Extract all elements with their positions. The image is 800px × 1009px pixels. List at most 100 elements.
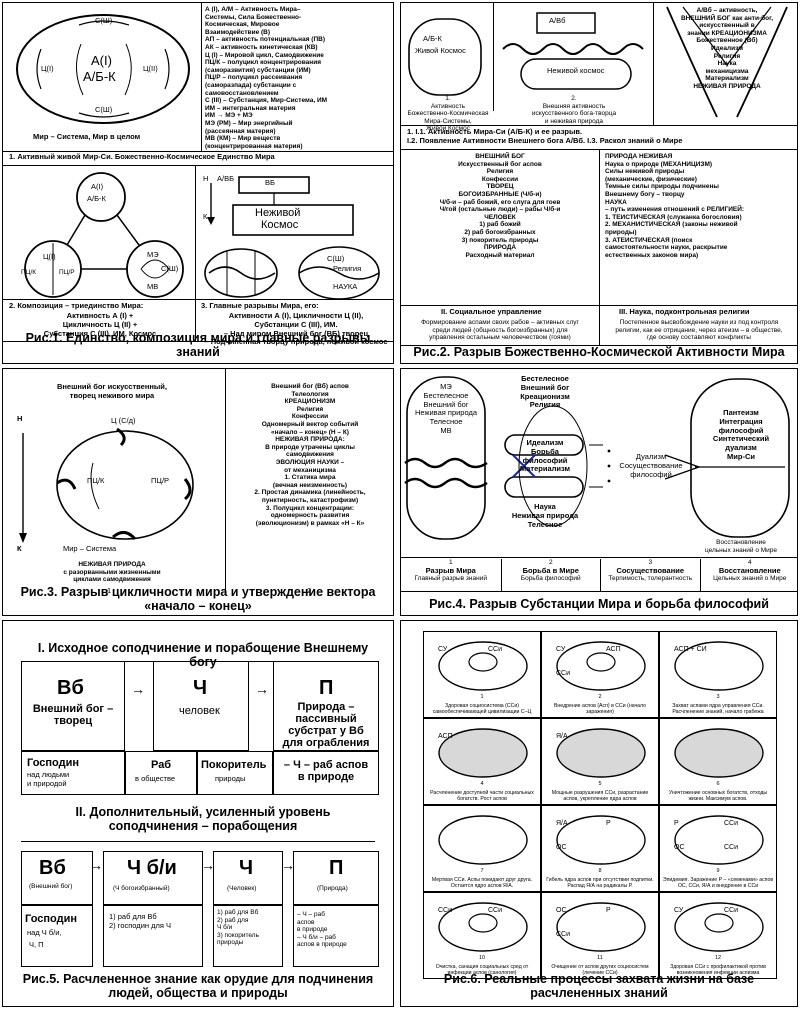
external-god-line: Материализм xyxy=(705,75,749,83)
legend-line: МВ (КМ) – Мир веществ xyxy=(205,135,281,143)
column-1-line: Телесное xyxy=(429,417,463,427)
column-2-number: 2 xyxy=(307,586,312,595)
substance-diagram xyxy=(404,376,790,540)
vb-subtitle: Внешний бог –творец xyxy=(23,703,123,727)
column-4-line: философий xyxy=(718,425,764,435)
column-3-line: философий xyxy=(630,469,672,479)
break-c3: С(Ш) xyxy=(327,254,345,263)
legend-line: ИМ → МЭ + МЭ xyxy=(205,112,253,120)
lord-title: Господин xyxy=(27,757,79,769)
footer-sub: Главный разрыв знаний xyxy=(414,575,487,583)
break-vb: ВБ xyxy=(265,178,275,187)
chb-title: Ч б/и xyxy=(127,857,177,879)
creationism-line: Конфессии xyxy=(291,413,329,421)
ch-subtitle: человек xyxy=(179,705,220,717)
external-god-column-line: Конфессии xyxy=(481,175,519,183)
p2-cell xyxy=(293,851,379,905)
science-religion-text: Постепенное высвобождение науки из под к… xyxy=(603,319,795,342)
process-illustration xyxy=(438,728,528,778)
dead-nature-column-line: естественных законов мира) xyxy=(605,251,699,259)
creationism-line: КРЕАЦИОНИЗМ xyxy=(284,398,336,406)
footer-title: Сосуществование xyxy=(616,565,685,575)
ch2-subtitle: (Человек) xyxy=(227,885,257,892)
external-god-title-line: творец неживого мира xyxy=(69,390,155,400)
ch-role-line: природы xyxy=(217,939,244,947)
process-label: ССи xyxy=(724,844,739,851)
process-label: АСП xyxy=(438,733,453,740)
chb-roles-cell xyxy=(103,905,203,967)
av-label: А/Вб xyxy=(549,16,566,25)
column-2-top-line: Креационизм xyxy=(520,391,570,401)
social-control-line: управления остальным человечеством (гоям… xyxy=(429,334,571,342)
p-subtitle-line: для ограбления xyxy=(282,737,370,749)
vb2-cell xyxy=(21,851,93,905)
triad-diagram xyxy=(24,172,184,298)
process-label: СУ xyxy=(438,646,448,653)
break-n: Н xyxy=(203,174,209,183)
funnel-shape xyxy=(666,6,788,118)
external-god-line: ВНЕШНИЙ БОГ как анти-бог, xyxy=(680,14,774,22)
dead-nature-column-line: природы) xyxy=(605,228,637,236)
vb-title: Вб xyxy=(57,677,84,699)
legend-line: Взаимодействие (В) xyxy=(205,28,271,36)
column-1-line: МЭ xyxy=(440,382,452,391)
column-2-middle-line: Идеализм xyxy=(526,438,564,447)
process-number: 11 xyxy=(597,955,603,961)
column-2-middle-line: Борьба xyxy=(531,446,559,456)
external-god-line: НЕЖИВАЯ ПРИРОДА xyxy=(693,82,761,90)
external-activity-shape xyxy=(502,12,644,90)
c3-bottom-label: С(Ш) xyxy=(95,105,113,114)
c1-left-label: Ц(I) xyxy=(41,64,54,73)
dead-nature-column-line: НАУКА xyxy=(605,198,627,206)
external-god-column-line: Искусственный бог аспов xyxy=(458,160,542,168)
legend-line: (рассеянная материя) xyxy=(205,127,276,135)
dead-nature-column-line: Темные силы природы подчинены xyxy=(605,183,719,191)
section-3-title: 3. Главные разрывы Мира, его: xyxy=(201,301,319,310)
sub-figure-2-line: 2. xyxy=(571,95,577,102)
break-religion: Религия xyxy=(333,264,362,273)
divider xyxy=(401,345,797,346)
legend-line: (саморазвития) субстанции (ИМ) xyxy=(205,66,311,74)
external-god-text: А/Вб – активность,ВНЕШНИЙ БОГ как анти-б… xyxy=(657,7,797,91)
slave-title: Раб xyxy=(151,759,172,771)
creationism-line: ЭВОЛЮЦИЯ НАУКИ – xyxy=(275,458,345,466)
slave-subtitle: в обществе xyxy=(135,774,176,783)
section-3-line: Активности А (I), Цикличности Ц (II), xyxy=(228,311,364,320)
process-caption: Мощные разрушения ССи, разрастание аспов… xyxy=(551,790,649,802)
divider xyxy=(493,3,494,111)
column-2-bottom-line: Телесное xyxy=(527,519,563,529)
footer-title: Борьба в Мире xyxy=(522,565,579,575)
legend-line: Космическая, Мировое xyxy=(205,21,280,29)
process-number: 9 xyxy=(716,868,720,874)
sub-figure-1-line: 1. xyxy=(445,95,451,102)
column-4-line: Интеграция xyxy=(719,416,763,426)
column-4-bottom-line: цельных знаний о Мире xyxy=(704,546,778,554)
chb-role-line: 1) раб для Вб xyxy=(109,912,157,921)
external-god-line: механицизма xyxy=(705,67,749,75)
dead-cosmos-label: Неживой космос xyxy=(547,66,605,75)
live-cosmos-label: Живой Космос xyxy=(415,46,466,55)
world-system-circle xyxy=(16,14,190,124)
k-label: К xyxy=(17,544,22,553)
column-3-line: Сосуществование xyxy=(619,460,683,470)
dead-nature-line: циклами самодвижения xyxy=(73,576,151,584)
triad-left-pck: ПЦ/К xyxy=(21,269,37,276)
creationism-line: Одномерный вектор событий xyxy=(261,420,359,428)
n-label: Н xyxy=(17,414,23,423)
external-god-line: знании КРЕАЦИОНИЗМА xyxy=(687,29,767,37)
external-god-column-line: БОГОИЗБРАННЫЕ (Ч/б-и) xyxy=(458,190,542,198)
break-k: К xyxy=(203,212,208,221)
lord-subtitle-line: и природой xyxy=(27,778,67,788)
divider xyxy=(225,369,226,595)
